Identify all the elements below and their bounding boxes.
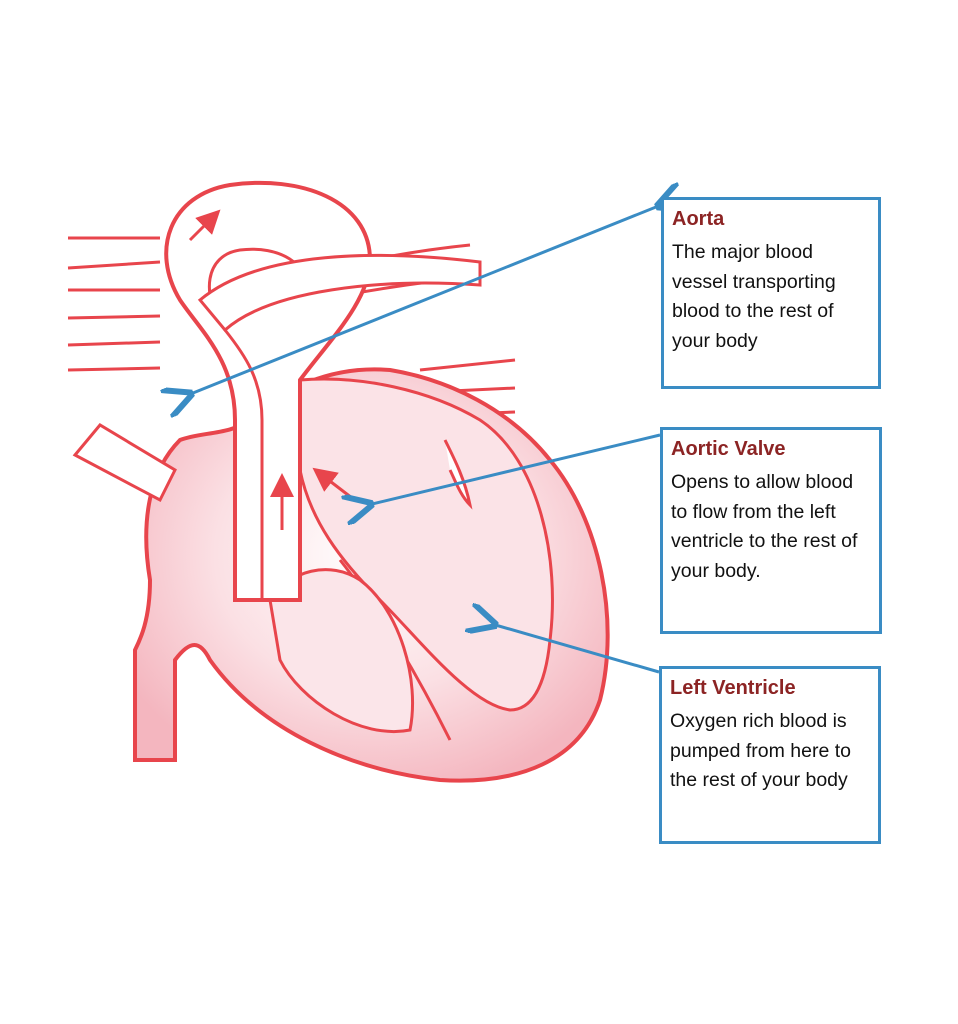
aorta-label-box: Aorta The major blood vessel transportin…	[661, 197, 881, 389]
aortic-valve-pointer	[368, 433, 661, 505]
aorta-description: The major blood vessel transporting bloo…	[672, 241, 836, 352]
pointer-lines	[188, 205, 661, 674]
aortic-valve-title: Aortic Valve	[671, 438, 786, 460]
aortic-valve-label-box: Aortic Valve Opens to allow blood to flo…	[660, 427, 882, 634]
vena-cava	[72, 423, 177, 503]
left-ventricle-title: Left Ventricle	[670, 677, 796, 699]
left-ventricle-pointer	[492, 624, 660, 674]
aorta-title: Aorta	[672, 208, 725, 230]
aorta-pointer	[188, 205, 661, 395]
aortic-valve-description: Opens to allow blood to flow from the le…	[671, 471, 858, 582]
left-ventricle-label-box: Left Ventricle Oxygen rich blood is pump…	[659, 666, 881, 844]
inner-chamber	[268, 568, 414, 733]
aortic-valve-leaflet	[443, 439, 473, 510]
left-vessel-lines	[67, 236, 161, 372]
left-ventricle-description: Oxygen rich blood is pumped from here to…	[670, 710, 852, 791]
